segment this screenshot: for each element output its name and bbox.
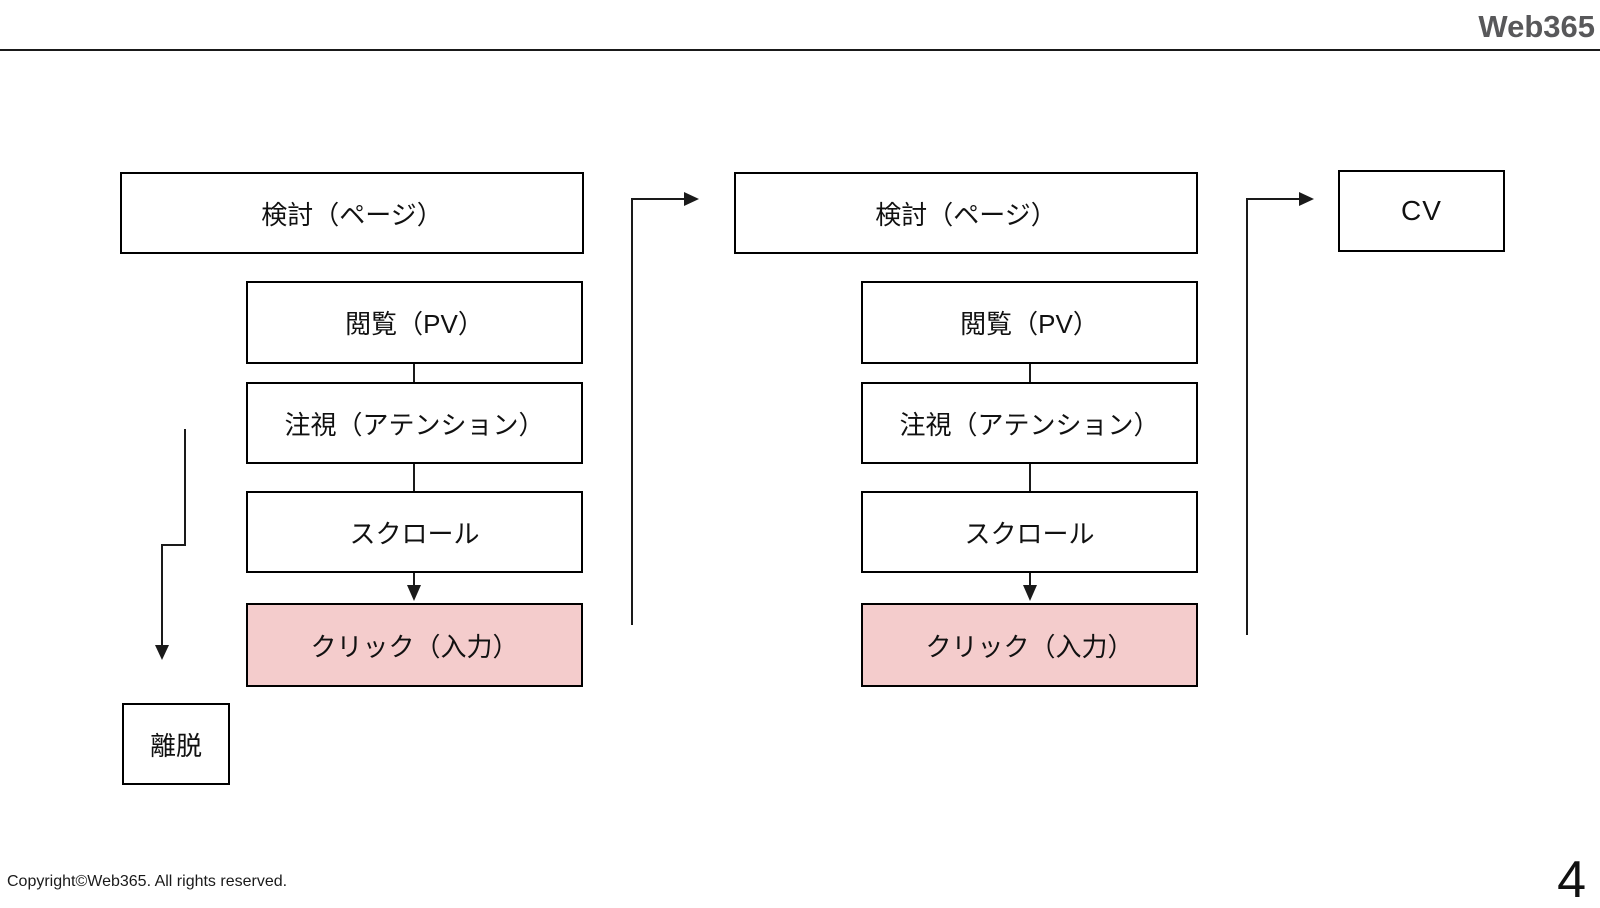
- header-divider: [0, 49, 1600, 51]
- box-exit: 離脱: [122, 703, 230, 785]
- box-cv: CV: [1338, 170, 1505, 252]
- arrow-exit-shaft: [161, 429, 186, 648]
- box-attention-1: 注視（アテンション）: [246, 382, 583, 464]
- brand-logo: Web365: [1478, 9, 1595, 44]
- arrow-revisit-head: [684, 192, 699, 206]
- arrow-to-cv-shaft: [1246, 198, 1301, 635]
- box-consideration-page-1: 検討（ページ）: [120, 172, 584, 254]
- box-scroll-1: スクロール: [246, 491, 583, 573]
- page-number: 4: [1557, 851, 1586, 908]
- box-click-input-2: クリック（入力）: [861, 603, 1198, 687]
- box-pageview-2: 閲覧（PV）: [861, 281, 1198, 364]
- arrow-exit-head: [155, 645, 169, 660]
- arrow-scroll-click-2-head: [1023, 585, 1037, 601]
- copyright-text: Copyright©Web365. All rights reserved.: [7, 873, 288, 890]
- box-pageview-1: 閲覧（PV）: [246, 281, 583, 364]
- arrow-revisit-shaft: [631, 198, 686, 625]
- arrow-scroll-click-1-head: [407, 585, 421, 601]
- box-click-input-1: クリック（入力）: [246, 603, 583, 687]
- arrow-to-cv-head: [1299, 192, 1314, 206]
- box-consideration-page-2: 検討（ページ）: [734, 172, 1198, 254]
- box-attention-2: 注視（アテンション）: [861, 382, 1198, 464]
- box-scroll-2: スクロール: [861, 491, 1198, 573]
